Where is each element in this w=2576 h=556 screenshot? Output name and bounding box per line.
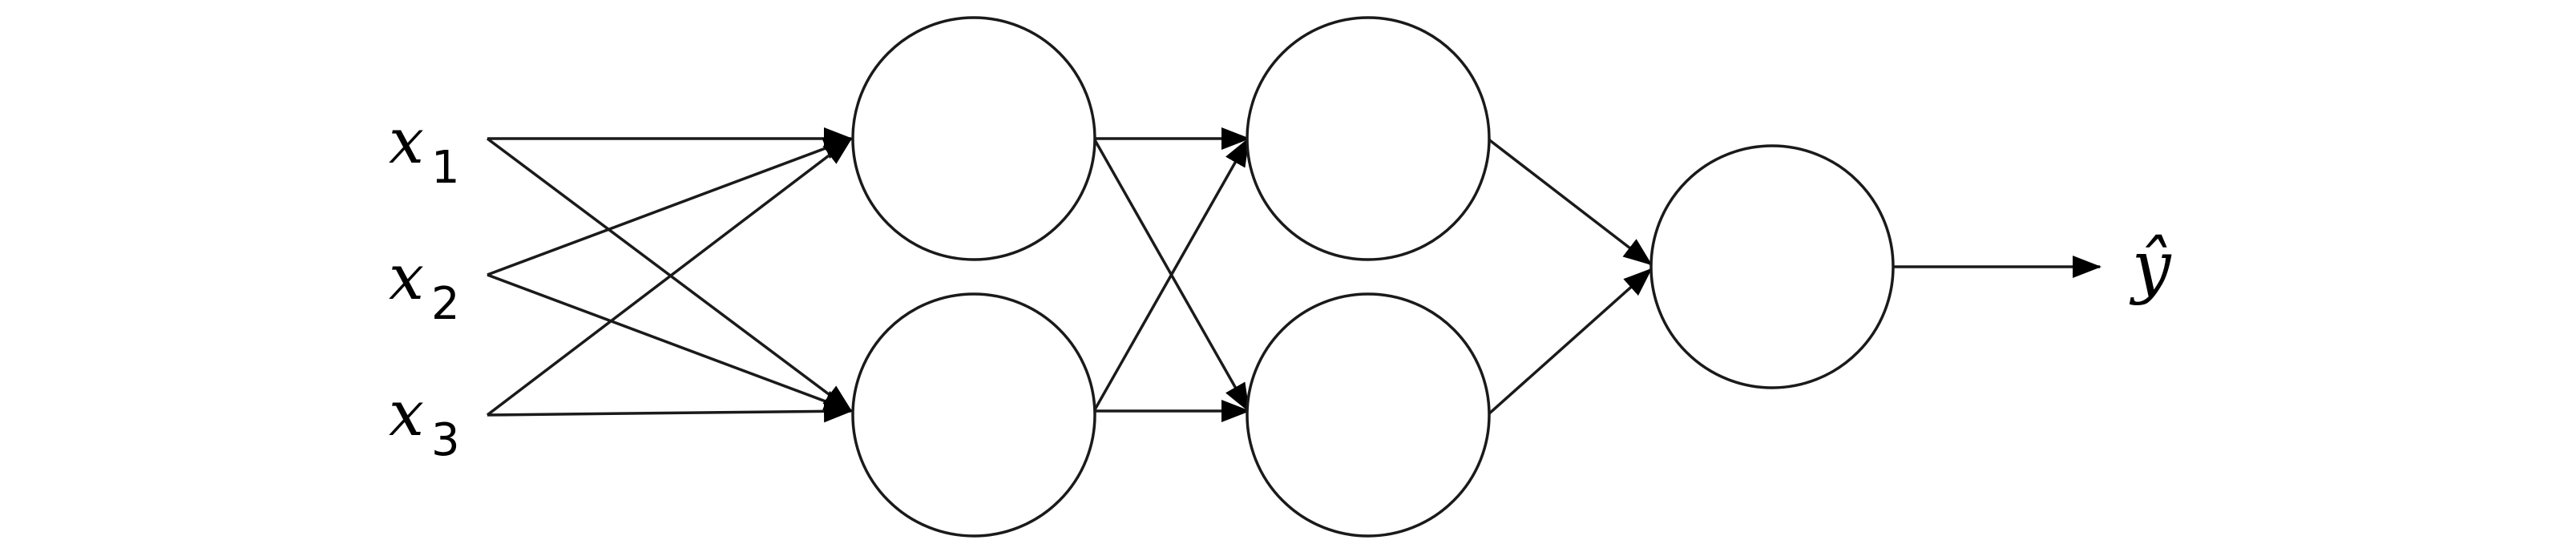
edges-hidden1-to-hidden2 [1092,127,1250,422]
edge-h2b-out [1486,268,1653,417]
nodes [851,16,1895,538]
input-x1-sub: 1 [431,142,460,194]
edge-x2-h1a [487,137,853,276]
edges-hidden2-to-output [1486,137,1653,417]
hidden1-node-1 [851,16,1096,261]
edge-h2a-out [1486,137,1653,266]
input-x2-var: x [389,242,424,314]
input-label-x3: x 3 [389,378,460,466]
output-node [1649,144,1895,389]
edge-x3-h1b [487,400,853,423]
input-x3-sub: 3 [431,414,460,466]
edge-h1b-h2a [1092,137,1250,412]
input-x1-var: x [389,106,424,178]
hidden2-node-1 [1246,16,1491,261]
hidden2-node-2 [1246,292,1491,538]
edges-input-to-hidden1 [486,127,853,423]
input-x2-sub: 2 [431,278,460,330]
hidden1-node-2 [851,292,1096,538]
input-label-x1: x 1 [389,106,460,194]
input-label-x2: x 2 [389,242,460,330]
input-x3-var: x [389,378,424,450]
output-label-yhat: ŷ [2129,227,2172,307]
edge-x3-h1a [486,137,853,417]
edge-x1-h1b [486,137,853,413]
edge-x2-h1b [487,273,853,413]
